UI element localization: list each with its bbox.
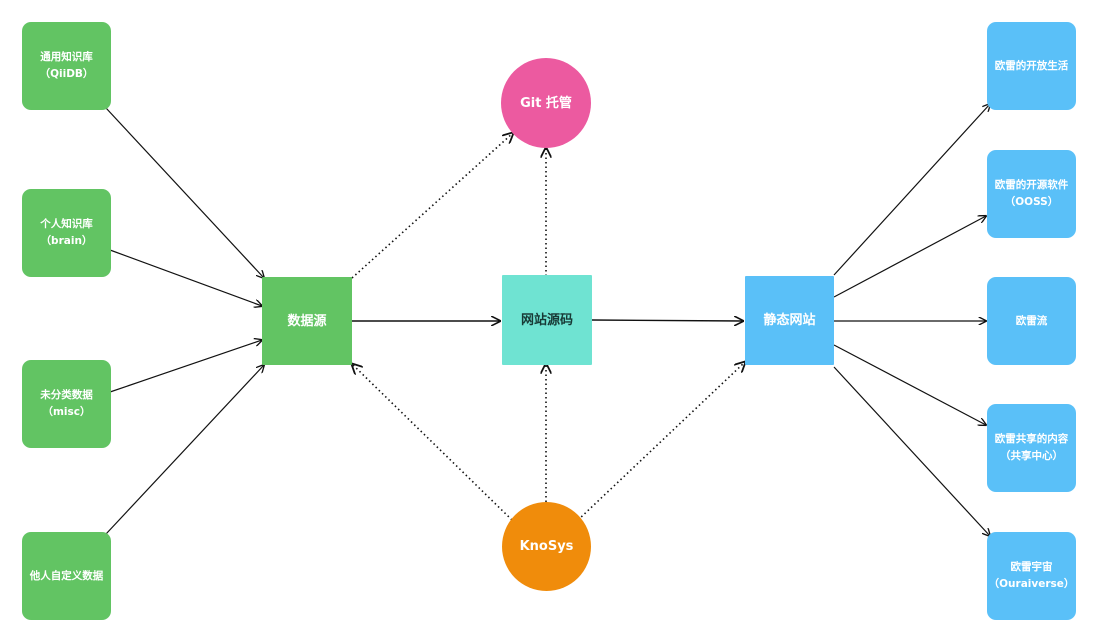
- edge-brain-to-datasource: [109, 249, 262, 306]
- node-sublabel: （共享中心）: [1000, 450, 1063, 462]
- node-sublabel: （QiiDB）: [39, 68, 94, 80]
- node-label: Git 托管: [520, 95, 572, 111]
- edge-sitesource-to-staticsite: [591, 320, 743, 321]
- node-label: 欧雷的开放生活: [994, 59, 1069, 72]
- node-label: 欧雷流: [1015, 314, 1048, 327]
- node-label: 欧雷共享的内容: [994, 433, 1069, 445]
- node-stream: 欧雷流: [987, 277, 1076, 365]
- node-label: 静态网站: [763, 313, 816, 328]
- node-ouraiverse: 欧雷宇宙 （Ouraiverse）: [987, 532, 1076, 620]
- node-site-source: 网站源码: [502, 275, 592, 365]
- edge-staticsite-to-ooss: [833, 216, 986, 298]
- node-git-hosting: Git 托管: [501, 58, 591, 148]
- node-label: 网站源码: [520, 312, 573, 328]
- node-ooss: 欧雷的开源软件 （OOSS）: [987, 150, 1076, 238]
- node-misc: 未分类数据 （misc）: [22, 360, 111, 448]
- node-custom-data: 他人自定义数据: [22, 532, 111, 620]
- node-knosys: KnoSys: [502, 502, 591, 591]
- node-label: 数据源: [287, 313, 327, 329]
- node-shared-content: 欧雷共享的内容 （共享中心）: [987, 404, 1076, 492]
- node-sublabel: （misc）: [42, 406, 91, 418]
- node-label: 个人知识库: [40, 218, 93, 230]
- node-label: 未分类数据: [40, 389, 93, 401]
- node-sublabel: （brain）: [40, 235, 93, 247]
- edge-staticsite-to-openlife: [833, 104, 990, 276]
- edge-staticsite-to-shared: [833, 344, 986, 425]
- node-label: 欧雷宇宙: [1010, 561, 1053, 573]
- node-sublabel: （Ouraiverse）: [988, 578, 1075, 590]
- edge-misc-to-datasource: [109, 340, 262, 393]
- edge-knosys-to-staticsite: [577, 362, 745, 521]
- node-static-site: 静态网站: [745, 276, 834, 365]
- node-label: 他人自定义数据: [29, 569, 104, 582]
- node-qiidb: 通用知识库 （QiiDB）: [22, 22, 111, 110]
- edge-qiidb-to-datasource: [105, 107, 264, 278]
- edge-custom-to-datasource: [105, 365, 264, 535]
- node-label: 欧雷的开源软件: [994, 179, 1069, 191]
- edge-datasource-to-git: [351, 133, 513, 279]
- node-label: 通用知识库: [40, 51, 93, 63]
- edge-knosys-to-datasource: [352, 364, 513, 521]
- node-brain: 个人知识库 （brain）: [22, 189, 111, 277]
- node-data-source: 数据源: [262, 277, 352, 365]
- edge-staticsite-to-ouraiverse: [833, 366, 990, 536]
- node-sublabel: （OOSS）: [1004, 196, 1059, 208]
- node-label: KnoSys: [519, 539, 574, 554]
- node-open-life: 欧雷的开放生活: [987, 22, 1076, 110]
